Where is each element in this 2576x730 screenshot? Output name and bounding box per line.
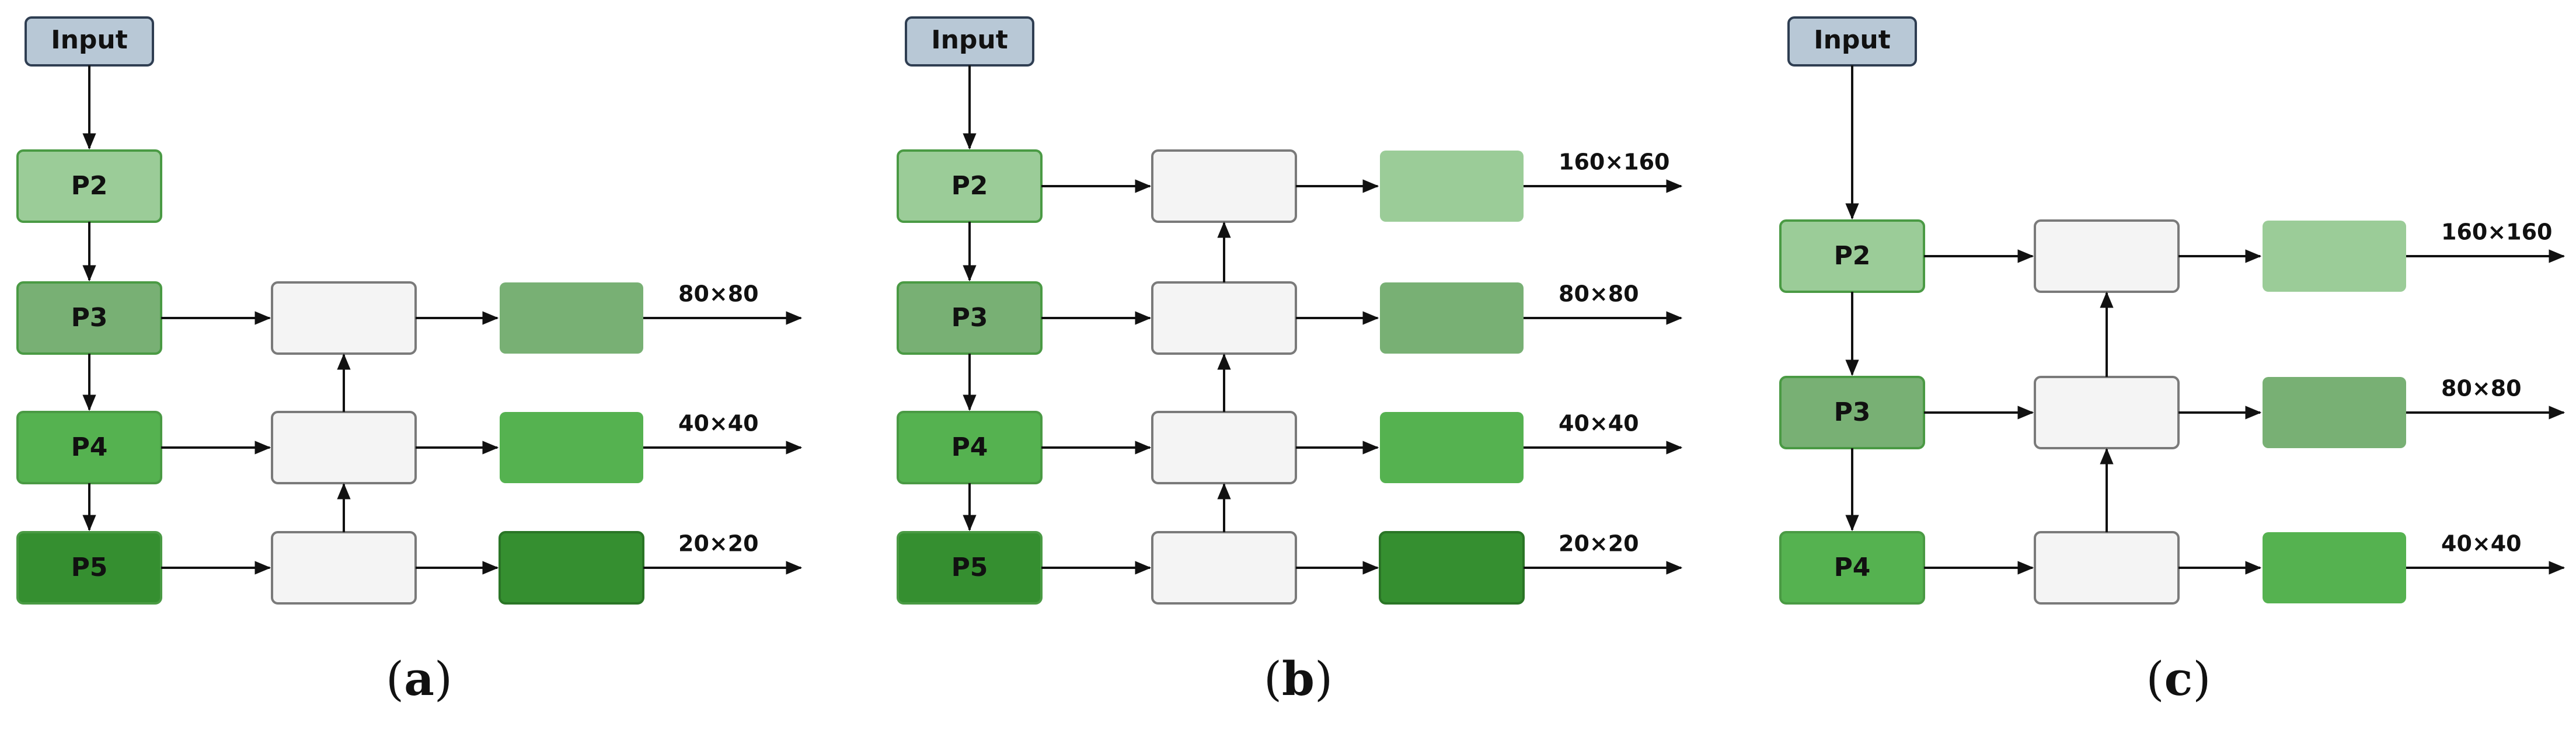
diagram-root: InputP2P380×80P440×40P520×20(a)InputP216… bbox=[16, 16, 2565, 706]
fusion-node bbox=[1151, 281, 1297, 355]
fusion-node bbox=[1151, 531, 1297, 605]
caption-open: ( bbox=[386, 652, 404, 706]
backbone-node-label-p2: P2 bbox=[1834, 241, 1871, 271]
caption-letter: b bbox=[1282, 651, 1315, 706]
backbone-node-label-p2: P2 bbox=[951, 171, 988, 201]
backbone-node-label-p4: P4 bbox=[951, 432, 988, 462]
output-node bbox=[1379, 531, 1525, 605]
fusion-node bbox=[271, 411, 417, 484]
fusion-node bbox=[1151, 411, 1297, 484]
fusion-node bbox=[2034, 376, 2180, 449]
output-node bbox=[2263, 377, 2406, 448]
output-size-label: 80×80 bbox=[1559, 281, 1639, 307]
output-size-label: 40×40 bbox=[678, 411, 759, 436]
output-node bbox=[500, 412, 643, 483]
caption-close: ) bbox=[1315, 652, 1333, 706]
output-size-label: 160×160 bbox=[1559, 149, 1669, 175]
output-node bbox=[2263, 532, 2406, 603]
output-node bbox=[1380, 282, 1524, 354]
input-node-label: Input bbox=[1814, 25, 1891, 55]
caption-close: ) bbox=[434, 652, 452, 706]
caption-letter: c bbox=[2164, 651, 2193, 706]
backbone-node-label-p5: P5 bbox=[71, 553, 108, 582]
backbone-node-label-p3: P3 bbox=[1834, 397, 1871, 427]
backbone-node-label-p3: P3 bbox=[71, 303, 108, 333]
backbone-node-label-p3: P3 bbox=[951, 303, 988, 333]
input-node-label: Input bbox=[931, 25, 1008, 55]
output-size-label: 160×160 bbox=[2441, 219, 2552, 245]
backbone-node-label-p2: P2 bbox=[71, 171, 108, 201]
panel-caption: (c) bbox=[2146, 651, 2211, 706]
caption-close: ) bbox=[2192, 652, 2211, 706]
output-size-label: 20×20 bbox=[678, 531, 759, 557]
backbone-node-label-p4: P4 bbox=[71, 432, 108, 462]
output-node bbox=[1380, 412, 1524, 483]
fusion-node bbox=[2034, 219, 2180, 293]
fusion-node bbox=[271, 531, 417, 605]
output-size-label: 80×80 bbox=[2441, 376, 2522, 401]
fusion-node bbox=[2034, 531, 2180, 605]
backbone-node-label-p4: P4 bbox=[1834, 553, 1871, 582]
output-node bbox=[499, 531, 644, 605]
output-node bbox=[1380, 151, 1524, 222]
output-size-label: 20×20 bbox=[1559, 531, 1639, 557]
output-size-label: 40×40 bbox=[2441, 531, 2522, 557]
fusion-node bbox=[1151, 149, 1297, 223]
panel-caption: (a) bbox=[386, 651, 452, 706]
fusion-node bbox=[271, 281, 417, 355]
input-node-label: Input bbox=[51, 25, 128, 55]
output-node bbox=[500, 282, 643, 354]
panel-caption: (b) bbox=[1264, 651, 1333, 706]
caption-open: ( bbox=[1264, 652, 1282, 706]
output-size-label: 80×80 bbox=[678, 281, 759, 307]
backbone-node-label-p5: P5 bbox=[951, 553, 988, 582]
output-size-label: 40×40 bbox=[1559, 411, 1639, 436]
output-node bbox=[2263, 221, 2406, 292]
caption-letter: a bbox=[404, 651, 434, 706]
caption-open: ( bbox=[2146, 652, 2164, 706]
